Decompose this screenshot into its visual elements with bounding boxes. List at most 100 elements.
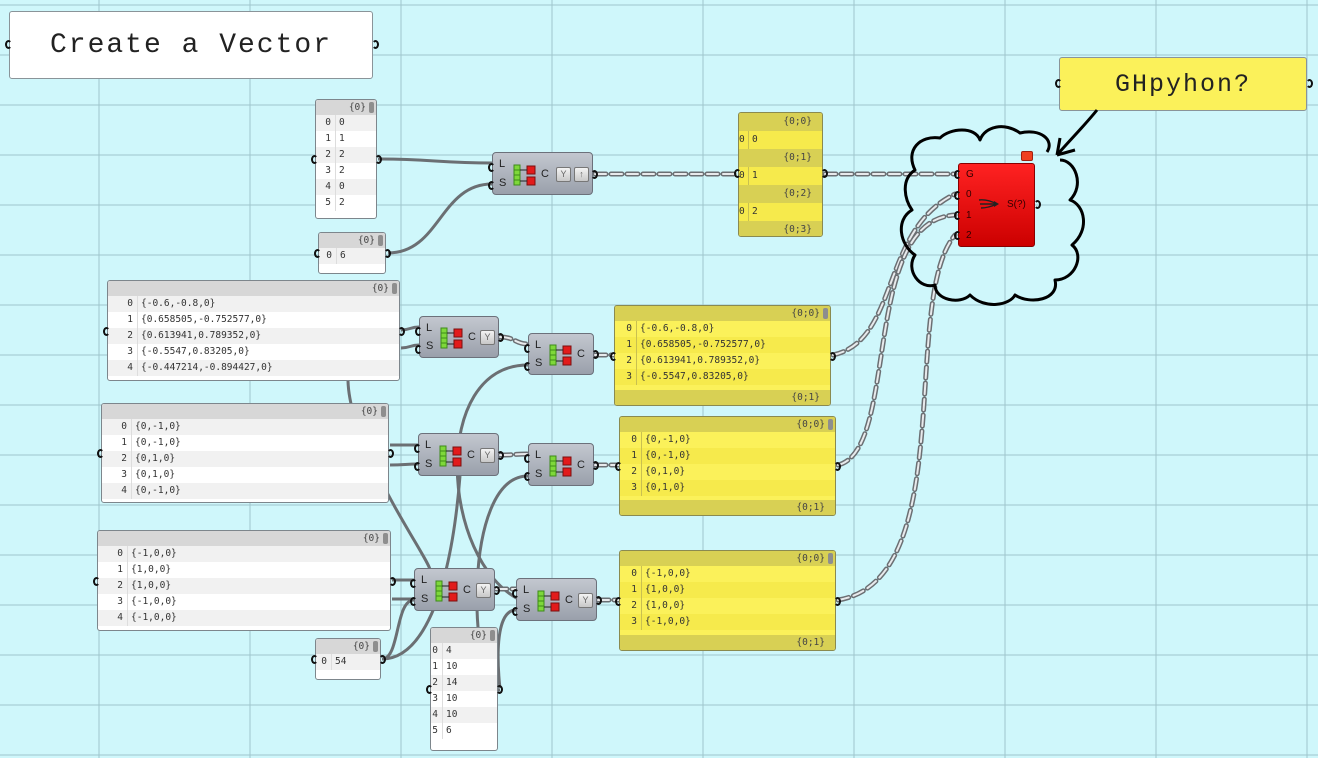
panel-scrollbar[interactable]	[369, 102, 374, 113]
split-component-top-grip-l[interactable]	[488, 162, 495, 172]
split-tree-grip-in[interactable]	[734, 169, 741, 178]
python-input-1[interactable]: 1	[966, 210, 972, 221]
wire-sizes-to-a2[interactable]	[455, 363, 529, 602]
python-grip-2[interactable]	[954, 231, 961, 240]
input-l-label[interactable]: L	[425, 439, 432, 452]
warning-balloon-icon[interactable]	[1021, 151, 1033, 161]
vectors-c-grip-in[interactable]	[93, 576, 100, 586]
input-s-label[interactable]: S	[426, 340, 434, 353]
split-component-c1-grip-s[interactable]	[410, 597, 417, 607]
split-component-top-grip-s[interactable]	[488, 181, 495, 191]
pattern-list-grip-in[interactable]	[311, 155, 318, 164]
input-s-label[interactable]: S	[499, 176, 507, 189]
python-output-s[interactable]: S(?)	[1007, 199, 1026, 210]
input-s-label[interactable]: S	[421, 592, 429, 605]
input-s-label[interactable]: S	[425, 457, 433, 470]
out-c-grip-out[interactable]	[834, 596, 841, 606]
title-note[interactable]: Create a Vector	[9, 11, 373, 79]
sizes-grip-out[interactable]	[496, 685, 503, 694]
split-component-b2-grip-l[interactable]	[524, 453, 531, 463]
python-grip-0[interactable]	[954, 191, 961, 200]
graft-icon[interactable]: Y	[480, 447, 495, 463]
split-component-b2-grip-c[interactable]	[592, 460, 599, 470]
output-c-label[interactable]: C	[468, 331, 476, 343]
out-b-grip-in[interactable]	[615, 462, 622, 471]
wire-out-c-to-python-2-inner[interactable]	[837, 234, 956, 601]
wire-sizes-to-c2[interactable]	[496, 608, 517, 689]
wire-count54-to-b1[interactable]	[381, 475, 462, 661]
vectors-b-grip-out[interactable]	[387, 449, 394, 458]
vectors-b-grip-in[interactable]	[97, 449, 104, 458]
python-input-0[interactable]: 0	[966, 189, 972, 200]
graft-icon[interactable]: Y	[480, 330, 495, 345]
split-component-c1-grip-c[interactable]	[493, 585, 500, 595]
panel-scrollbar[interactable]	[373, 641, 378, 652]
split-component-a2-grip-c[interactable]	[592, 350, 599, 359]
panel-scrollbar[interactable]	[823, 308, 828, 319]
split-component-b1-grip-s[interactable]	[414, 462, 421, 472]
graft-icon[interactable]: Y	[476, 582, 491, 598]
count-54-grip-in[interactable]	[311, 655, 318, 664]
panel-scrollbar[interactable]	[378, 235, 383, 246]
split-component-b2-grip-s[interactable]	[524, 472, 531, 482]
split-component-c2-grip-s[interactable]	[512, 607, 519, 617]
input-l-label[interactable]: L	[421, 574, 428, 587]
panel-scrollbar[interactable]	[828, 419, 833, 430]
wire-out-b-to-python-1-inner[interactable]	[837, 214, 956, 466]
wire-out-c-to-python-2[interactable]	[835, 232, 958, 603]
question-note[interactable]: GHpyhon?	[1059, 57, 1307, 111]
pattern-count-grip-out[interactable]	[384, 249, 391, 258]
flatten-icon[interactable]: ↑	[574, 166, 589, 182]
input-s-label[interactable]: S	[523, 602, 531, 615]
split-component-b1-grip-c[interactable]	[497, 450, 504, 460]
out-c-panel[interactable]: {0;0}0{-1,0,0}1{1,0,0}2{1,0,0}3{-1,0,0}{…	[619, 550, 836, 651]
panel-scrollbar[interactable]	[490, 630, 495, 641]
output-c-label[interactable]: C	[463, 583, 471, 596]
input-l-label[interactable]: L	[535, 449, 542, 462]
split-component-a2-grip-l[interactable]	[524, 343, 531, 353]
title-note-grip-right[interactable]	[372, 40, 379, 49]
out-b-grip-out[interactable]	[834, 462, 841, 471]
python-script-component[interactable]: G 0 1 2 S(?)	[958, 163, 1035, 247]
wire-pattern-to-split-l[interactable]	[377, 157, 493, 165]
input-l-label[interactable]: L	[523, 584, 530, 597]
vectors-a-grip-in[interactable]	[103, 326, 110, 336]
split-component-a1-grip-c[interactable]	[497, 333, 504, 342]
panel-scrollbar[interactable]	[392, 283, 397, 294]
output-c-label[interactable]: C	[577, 348, 585, 360]
pattern-list-grip-out[interactable]	[375, 155, 382, 164]
split-component-b1-grip-l[interactable]	[414, 443, 421, 453]
out-a-grip-in[interactable]	[610, 351, 617, 361]
vectors-c-grip-out[interactable]	[389, 576, 396, 586]
panel-scrollbar[interactable]	[383, 533, 388, 544]
out-b-panel[interactable]: {0;0}0{0,-1,0}1{0,-1,0}2{0,1,0}3{0,1,0}{…	[619, 416, 836, 516]
split-component-top-grip-c[interactable]	[591, 169, 598, 179]
split-component-c2-grip-c[interactable]	[595, 595, 602, 605]
question-note-grip-left[interactable]	[1055, 79, 1062, 88]
python-input-2[interactable]: 2	[966, 230, 972, 241]
question-note-grip-right[interactable]	[1306, 79, 1313, 88]
out-a-grip-out[interactable]	[829, 351, 836, 361]
python-grip-1[interactable]	[954, 211, 961, 220]
out-a-panel[interactable]: {0;0}0{-0.6,-0.8,0}1{0.658505,-0.752577,…	[614, 305, 831, 406]
split-component-a1-grip-l[interactable]	[415, 326, 422, 336]
split-component-a2-grip-s[interactable]	[524, 361, 531, 371]
python-grip-out[interactable]	[1034, 200, 1041, 209]
pattern-count-grip-in[interactable]	[314, 249, 321, 258]
input-l-label[interactable]: L	[426, 322, 433, 335]
output-c-label[interactable]: C	[467, 448, 475, 461]
wire-count-to-split-s[interactable]	[387, 182, 493, 255]
vectors-b-panel[interactable]: {0}0{0,-1,0}1{0,-1,0}2{0,1,0}3{0,1,0}4{0…	[101, 403, 389, 503]
panel-scrollbar[interactable]	[828, 553, 833, 564]
wire-out-b-to-python-1[interactable]	[835, 212, 958, 468]
input-s-label[interactable]: S	[535, 357, 543, 370]
